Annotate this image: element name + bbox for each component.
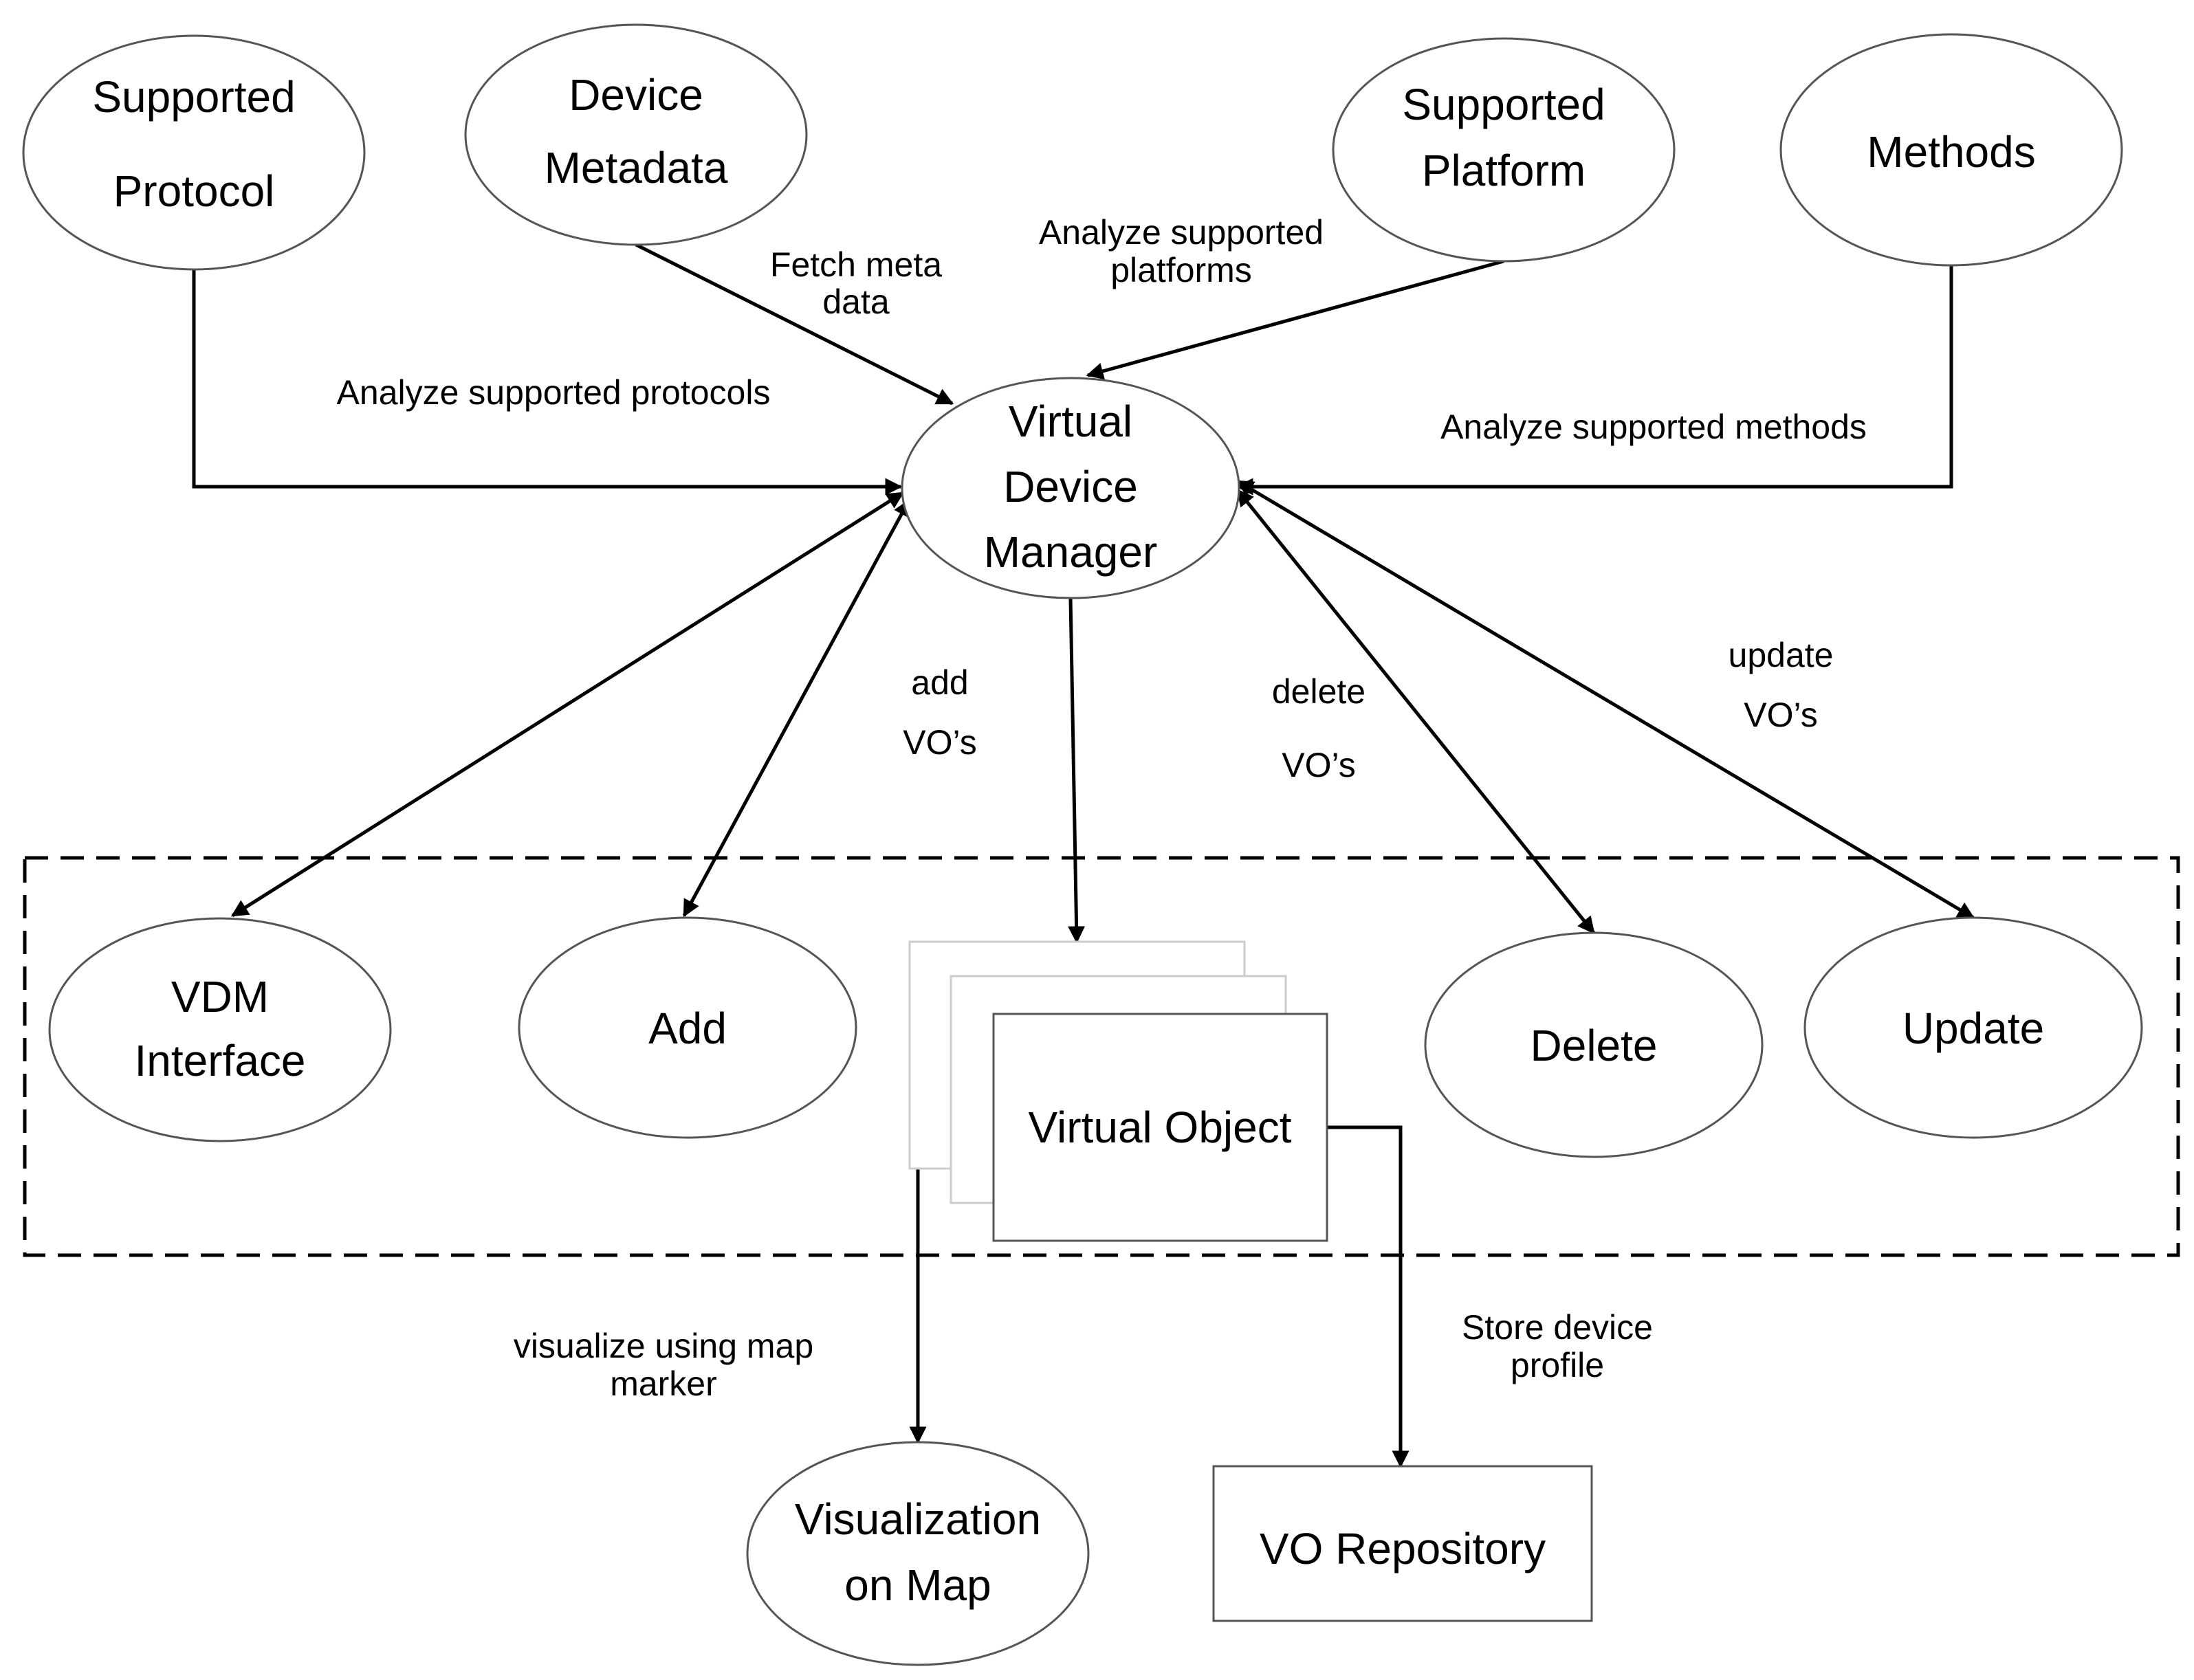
svg-text:Device: Device <box>1003 462 1138 511</box>
svg-text:add: add <box>911 663 968 702</box>
svg-text:Fetch meta: Fetch meta <box>770 245 942 284</box>
edge-metadata-to-manager <box>635 243 954 406</box>
edge-manager-update <box>1236 479 1975 920</box>
node-supported-protocol: Supported Protocol <box>22 34 366 271</box>
svg-text:Virtual: Virtual <box>1009 397 1132 446</box>
svg-text:VDM: VDM <box>171 972 269 1021</box>
svg-text:VO’s: VO’s <box>1744 696 1817 734</box>
node-supported-platform: Supported Platform <box>1332 37 1676 263</box>
node-vdm-interface: VDM Interface <box>48 917 392 1142</box>
svg-text:on Map: on Map <box>844 1560 991 1610</box>
node-add: Add <box>518 916 857 1139</box>
svg-text:delete: delete <box>1272 672 1365 711</box>
svg-text:Update: Update <box>1902 1004 2044 1053</box>
node-update: Update <box>1803 916 2143 1139</box>
svg-text:Analyze supported methods: Analyze supported methods <box>1440 408 1867 446</box>
label-analyze-protocols: Analyze supported protocols <box>337 373 771 412</box>
svg-text:Analyze supported: Analyze supported <box>1039 213 1324 252</box>
svg-text:Interface: Interface <box>134 1036 305 1085</box>
label-analyze-platforms: Analyze supported platforms <box>1039 213 1324 289</box>
label-add-vos: add VO’s <box>903 663 976 762</box>
svg-text:Visualization: Visualization <box>795 1494 1041 1544</box>
svg-text:VO’s: VO’s <box>903 723 976 762</box>
edge-manager-virtual-object <box>1068 597 1086 944</box>
object-group-frame <box>23 856 2180 1257</box>
svg-text:Add: Add <box>648 1004 727 1053</box>
edge-manager-vdm-interface <box>230 491 905 918</box>
svg-text:Protocol: Protocol <box>113 166 275 216</box>
edge-methods-to-manager <box>1236 265 1953 496</box>
svg-text:Platform: Platform <box>1422 146 1586 195</box>
svg-text:Metadata: Metadata <box>545 143 728 192</box>
node-delete: Delete <box>1424 931 1764 1158</box>
svg-text:VO Repository: VO Repository <box>1260 1524 1546 1573</box>
node-virtual-device-manager: Virtual Device Manager <box>901 377 1240 599</box>
svg-text:Manager: Manager <box>984 527 1158 577</box>
edge-object-to-repository <box>1327 1125 1409 1468</box>
label-store-device-profile: Store device profile <box>1462 1308 1653 1384</box>
label-fetch-meta-data: Fetch meta data <box>770 245 942 321</box>
svg-text:Virtual Object: Virtual Object <box>1029 1103 1292 1152</box>
node-methods: Methods <box>1779 33 2123 267</box>
svg-text:platforms: platforms <box>1110 251 1252 289</box>
svg-text:Delete: Delete <box>1531 1021 1658 1070</box>
edge-platform-to-manager <box>1086 259 1504 380</box>
svg-text:Device: Device <box>569 70 703 120</box>
node-virtual-object: Virtual Object <box>908 940 1328 1242</box>
svg-text:visualize using map: visualize using map <box>514 1327 813 1365</box>
label-analyze-methods: Analyze supported methods <box>1440 408 1867 446</box>
svg-text:Store device: Store device <box>1462 1308 1653 1347</box>
svg-text:Supported: Supported <box>92 72 295 122</box>
svg-text:data: data <box>822 283 890 321</box>
label-update-vos: update VO’s <box>1729 636 1834 734</box>
edge-protocol-to-manager <box>192 269 903 496</box>
svg-text:update: update <box>1729 636 1834 674</box>
edge-manager-delete <box>1236 489 1595 934</box>
node-vo-repository: VO Repository <box>1212 1465 1593 1622</box>
svg-text:Supported: Supported <box>1402 80 1605 129</box>
svg-text:Analyze supported protocols: Analyze supported protocols <box>337 373 771 412</box>
virtual-object-box <box>992 1013 1328 1242</box>
edge-manager-add <box>682 498 911 918</box>
svg-text:profile: profile <box>1511 1346 1604 1384</box>
label-delete-vos: delete VO’s <box>1272 672 1365 784</box>
svg-text:marker: marker <box>610 1364 717 1403</box>
svg-text:VO’s: VO’s <box>1282 746 1355 784</box>
label-visualize-map-marker: visualize using map marker <box>514 1327 813 1403</box>
svg-text:Methods: Methods <box>1867 127 2035 177</box>
node-visualization-on-map: Visualization on Map <box>746 1441 1090 1666</box>
node-device-metadata: Device Metadata <box>464 23 808 246</box>
